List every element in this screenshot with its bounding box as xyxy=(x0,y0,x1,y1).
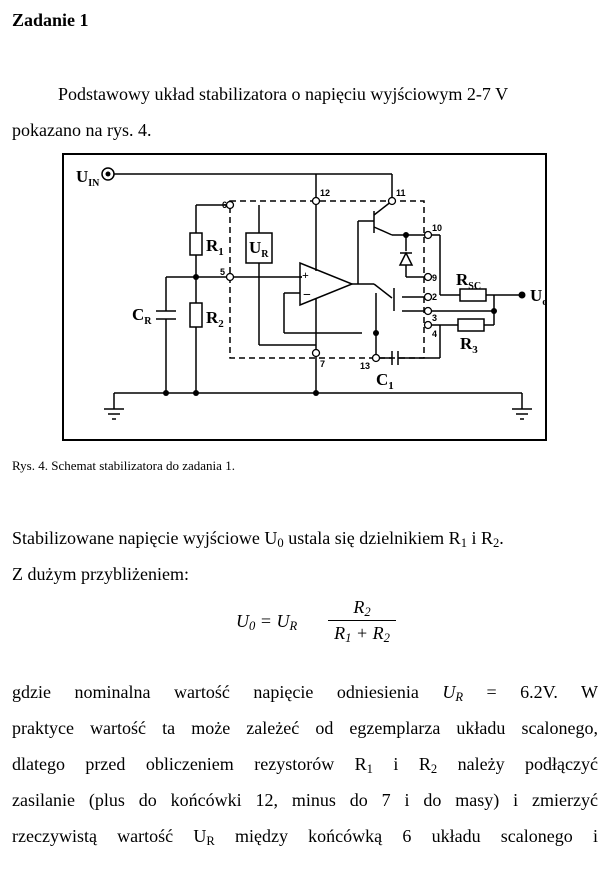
svg-text:11: 11 xyxy=(396,188,406,198)
svg-text:−: − xyxy=(303,288,311,303)
svg-text:13: 13 xyxy=(360,361,370,371)
svg-text:R3: R3 xyxy=(460,334,478,356)
paragraph-3-line-1: gdzie nominalna wartość napięcie odniesi… xyxy=(12,682,598,704)
svg-text:R2: R2 xyxy=(206,308,224,330)
svg-text:UIN: UIN xyxy=(76,167,100,189)
formula: U0 = UR R2 R1 + R2 xyxy=(236,597,396,657)
svg-text:10: 10 xyxy=(432,223,442,233)
svg-text:Uo: Uo xyxy=(530,286,547,308)
svg-text:RSC: RSC xyxy=(456,270,481,292)
svg-text:CR: CR xyxy=(132,305,152,327)
paragraph-3-line-4: zasilanie (plus do końcówki 12, minus do… xyxy=(12,790,598,810)
svg-text:C1: C1 xyxy=(376,370,394,392)
paragraph-3-line-5: rzeczywistą wartość UR między końcówką 6… xyxy=(12,826,598,848)
paragraph-3-line-3: dlatego przed obliczeniem rezystorów R1 … xyxy=(12,754,598,776)
svg-text:UR: UR xyxy=(249,238,269,260)
svg-text:9: 9 xyxy=(432,273,437,283)
paragraph-3-line-2: praktyce wartość ta może zależeć od egze… xyxy=(12,718,598,738)
label-uin: U xyxy=(76,167,88,186)
svg-text:7: 7 xyxy=(320,359,325,369)
svg-text:2: 2 xyxy=(432,292,437,302)
intro-line-1: Podstawowy układ stabilizatora o napięci… xyxy=(58,84,509,104)
page-heading: Zadanie 1 xyxy=(12,10,89,30)
figure-caption: Rys. 4. Schemat stabilizatora do zadania… xyxy=(12,458,235,473)
svg-text:6: 6 xyxy=(222,200,227,210)
paragraph-2-line-2: Z dużym przybliżeniem: xyxy=(12,564,189,584)
svg-text:+: + xyxy=(302,268,309,282)
svg-text:4: 4 xyxy=(432,329,437,339)
paragraph-2: Stabilizowane napięcie wyjściowe U0 usta… xyxy=(12,528,504,584)
svg-text:5: 5 xyxy=(220,267,225,277)
svg-text:3: 3 xyxy=(432,313,437,323)
svg-text:12: 12 xyxy=(320,188,330,198)
paragraph-3: gdzie nominalna wartość napięcie odniesi… xyxy=(12,674,598,854)
intro-paragraph: Podstawowy układ stabilizatora o napięci… xyxy=(12,76,598,148)
svg-text:R1: R1 xyxy=(206,236,224,258)
circuit-diagram: UIN Uo R1 R2 UR CR RSC R3 C1 + − 12 11 1… xyxy=(62,153,547,441)
intro-line-2: pokazano na rys. 4. xyxy=(12,120,152,140)
